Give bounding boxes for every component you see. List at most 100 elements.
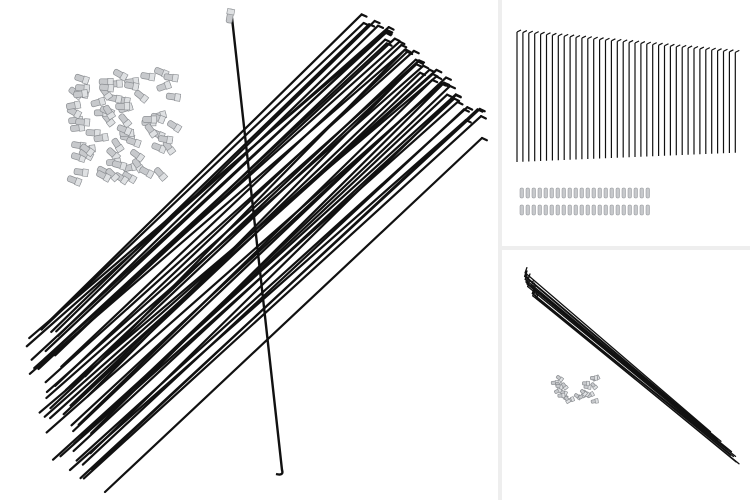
spoke [60, 43, 403, 368]
spoke [81, 108, 466, 466]
spoke-head [581, 35, 587, 39]
nipple [603, 204, 608, 216]
spoke-head [563, 33, 569, 37]
spoke-head [444, 76, 452, 81]
nipple [73, 89, 89, 99]
nipple [144, 123, 159, 139]
spoke-head [376, 24, 385, 30]
nipple [525, 187, 530, 199]
spoke-head [522, 30, 528, 34]
spoke-head [360, 13, 368, 18]
spoke-head [462, 108, 470, 113]
spoke [535, 298, 740, 465]
spoke [59, 100, 459, 458]
crossing-spoke [230, 16, 284, 472]
spoke-head [431, 78, 439, 84]
nipple [590, 398, 599, 404]
nipple [543, 187, 548, 199]
nipple [579, 204, 584, 216]
spoke-head [575, 34, 581, 39]
spoke-head [593, 36, 598, 40]
nipple [156, 80, 172, 92]
spoke [40, 21, 365, 331]
nipple [80, 143, 96, 158]
nipple [525, 204, 530, 216]
spoke-head [534, 291, 538, 298]
nipple [93, 132, 109, 143]
nipple [590, 375, 598, 381]
nipple [639, 204, 644, 216]
nipple [557, 392, 566, 399]
nipple [66, 106, 83, 120]
nipple [561, 204, 566, 216]
spoke [64, 58, 417, 392]
spoke [82, 115, 483, 480]
nipple [70, 123, 86, 132]
spoke-head [640, 41, 646, 45]
nipple [627, 204, 632, 216]
spoke-head [384, 38, 392, 43]
spoke-head [525, 276, 529, 283]
spoke [56, 24, 380, 337]
spoke-head [532, 290, 535, 297]
spoke-head [552, 32, 557, 36]
spoke-head [400, 43, 408, 49]
thumbnail-spokes-small[interactable] [502, 250, 750, 500]
spoke [103, 136, 484, 494]
nipple [118, 113, 133, 129]
nipple [585, 187, 590, 199]
nipple [591, 187, 596, 199]
nipple [549, 204, 554, 216]
spoke [90, 81, 446, 435]
nipple [165, 92, 182, 102]
spoke [33, 40, 401, 370]
spoke [49, 72, 434, 420]
nipple [225, 8, 236, 24]
nipple [103, 104, 117, 121]
spoke-head [546, 32, 551, 36]
spoke [77, 78, 434, 426]
nipple [573, 204, 578, 216]
spoke-head [628, 39, 634, 43]
nipple [645, 204, 650, 216]
nipple [74, 73, 90, 85]
nipple [537, 204, 542, 216]
spoke-head [558, 33, 563, 37]
spoke-head [699, 46, 705, 50]
nipple [582, 380, 590, 386]
nipple [573, 187, 578, 199]
spoke-head [415, 63, 423, 68]
nipple [124, 81, 140, 92]
spoke-head [634, 40, 640, 44]
spoke [79, 107, 481, 480]
nipple [116, 124, 133, 137]
nipple [615, 187, 620, 199]
spoke-head [617, 38, 622, 42]
nipple [115, 102, 131, 111]
spoke-head [676, 44, 681, 48]
nipple [543, 204, 548, 216]
nipple [111, 160, 128, 171]
nipple [633, 187, 638, 199]
spoke-head [524, 273, 528, 281]
spoke [45, 64, 425, 400]
nipple [134, 89, 150, 104]
nipple [531, 187, 536, 199]
spoke-head [658, 42, 663, 46]
nipple [153, 167, 169, 182]
nipple [96, 170, 112, 183]
thumbnail-spokes-row[interactable] [502, 0, 750, 246]
spoke-head [448, 84, 457, 90]
spoke-head [587, 36, 593, 40]
spoke-head [540, 31, 545, 35]
spoke-head [535, 292, 539, 300]
spoke-head [478, 107, 486, 113]
spoke [42, 13, 363, 328]
nipple [633, 204, 638, 216]
spoke-head [532, 282, 536, 289]
nipple [140, 72, 156, 82]
spoke-head [687, 45, 693, 49]
spoke-head [599, 37, 604, 41]
spoke-head [605, 37, 610, 41]
spoke [524, 272, 712, 433]
